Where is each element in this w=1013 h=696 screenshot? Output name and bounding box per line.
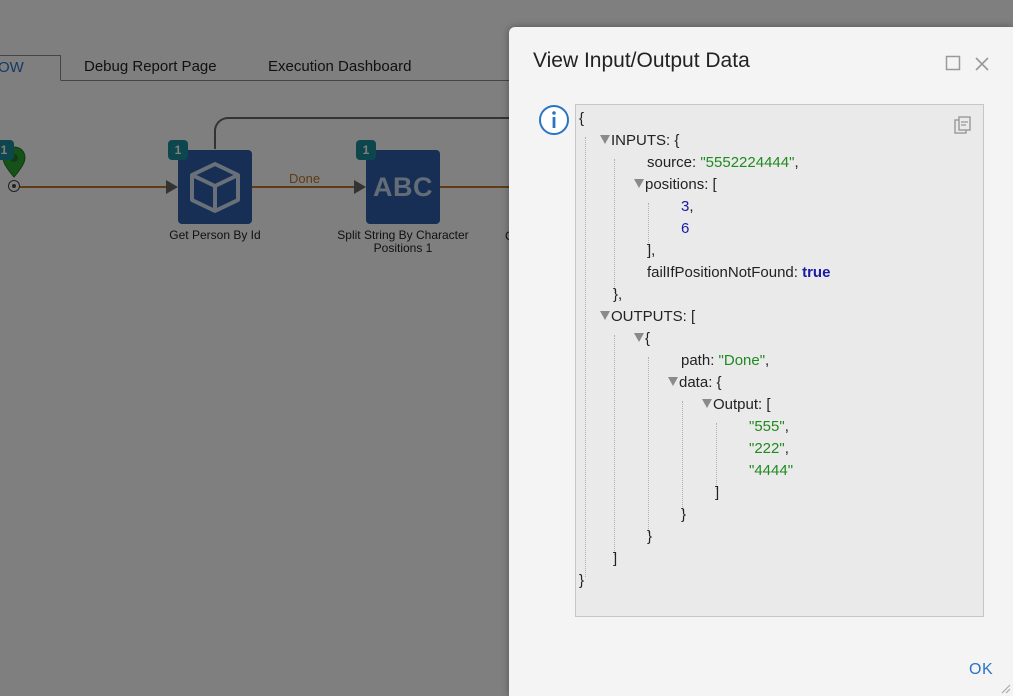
collapse-triangle-icon[interactable] bbox=[702, 398, 712, 408]
collapse-triangle-icon[interactable] bbox=[634, 178, 644, 188]
collapse-triangle-icon[interactable] bbox=[634, 332, 644, 342]
info-icon bbox=[539, 105, 569, 135]
indent-guide bbox=[585, 137, 586, 577]
copy-icon[interactable] bbox=[953, 115, 973, 135]
indent-guide bbox=[716, 423, 717, 489]
json-line: } bbox=[681, 506, 687, 523]
json-line: Output: [ bbox=[702, 394, 771, 416]
indent-guide bbox=[648, 357, 649, 533]
collapse-triangle-icon[interactable] bbox=[600, 310, 610, 320]
json-line: data: { bbox=[668, 372, 722, 394]
json-line: positions: [ bbox=[634, 174, 717, 196]
json-line: source: "5552224444", bbox=[647, 154, 799, 171]
collapse-triangle-icon[interactable] bbox=[668, 376, 678, 386]
indent-guide bbox=[682, 401, 683, 511]
resize-grip-icon[interactable] bbox=[999, 682, 1011, 694]
json-line: 6 bbox=[681, 220, 690, 237]
json-line: OUTPUTS: [ bbox=[600, 306, 695, 328]
json-line: { bbox=[634, 328, 650, 350]
json-line: INPUTS: { bbox=[600, 130, 679, 152]
json-line: } bbox=[579, 572, 585, 589]
indent-guide bbox=[648, 203, 649, 247]
json-line: ], bbox=[647, 242, 656, 259]
ok-button[interactable]: OK bbox=[969, 661, 994, 678]
close-icon[interactable] bbox=[973, 55, 991, 73]
json-line: "555", bbox=[749, 418, 789, 435]
io-data-dialog: View Input/Output Data { INPUTS: { sourc… bbox=[509, 27, 1013, 696]
json-line: { bbox=[579, 110, 585, 127]
json-line: 3, bbox=[681, 198, 694, 215]
indent-guide bbox=[614, 159, 615, 293]
dialog-title: View Input/Output Data bbox=[533, 49, 750, 72]
maximize-icon[interactable] bbox=[945, 55, 961, 71]
indent-guide bbox=[614, 335, 615, 555]
json-line: failIfPositionNotFound: true bbox=[647, 264, 831, 281]
json-line: "222", bbox=[749, 440, 789, 457]
json-line: "4444" bbox=[749, 462, 794, 479]
json-line: ] bbox=[613, 550, 618, 567]
json-viewer[interactable]: { INPUTS: { source: "5552224444", positi… bbox=[575, 104, 984, 617]
collapse-triangle-icon[interactable] bbox=[600, 134, 610, 144]
json-line: path: "Done", bbox=[681, 352, 770, 369]
json-line: ] bbox=[715, 484, 720, 501]
json-line: } bbox=[647, 528, 653, 545]
json-line: }, bbox=[613, 286, 623, 303]
